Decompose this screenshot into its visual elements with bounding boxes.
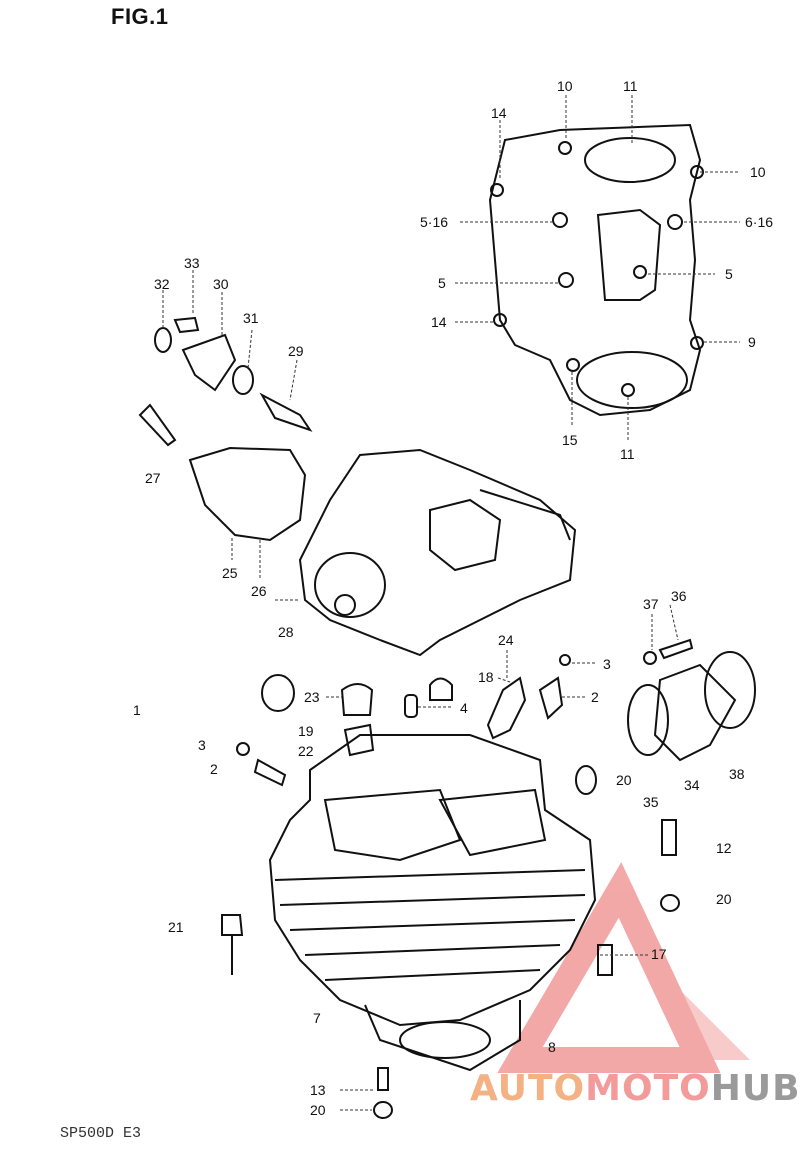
callout-5-left: 5 bbox=[438, 275, 446, 291]
callout-14-top: 14 bbox=[491, 105, 507, 121]
figure-title: FIG.1 bbox=[111, 4, 169, 29]
callout-labels: 10 11 14 10 5·16 6·16 5 5 14 9 15 11 33 … bbox=[133, 78, 773, 1118]
callout-36: 36 bbox=[671, 588, 687, 604]
callout-20-bottom: 20 bbox=[310, 1102, 326, 1118]
callout-22: 22 bbox=[298, 743, 314, 759]
callout-32: 32 bbox=[154, 276, 170, 292]
callout-26: 26 bbox=[251, 583, 267, 599]
callout-28: 28 bbox=[278, 624, 294, 640]
callout-13: 13 bbox=[310, 1082, 326, 1098]
callout-3-left: 3 bbox=[198, 737, 206, 753]
callout-2-left: 2 bbox=[210, 761, 218, 777]
callout-9: 9 bbox=[748, 334, 756, 350]
footer-code: SP500D E3 bbox=[60, 1125, 142, 1142]
small-parts-left-drawing bbox=[138, 316, 313, 447]
callout-19: 19 bbox=[298, 723, 314, 739]
callout-27: 27 bbox=[145, 470, 161, 486]
watermark-hub: HUB bbox=[710, 1068, 800, 1109]
callout-34: 34 bbox=[684, 777, 700, 793]
callout-30: 30 bbox=[213, 276, 229, 292]
callout-12: 12 bbox=[716, 840, 732, 856]
callout-11-bottom: 11 bbox=[620, 446, 635, 462]
callout-35: 35 bbox=[643, 794, 659, 810]
cylinder-block-drawing bbox=[221, 734, 680, 1119]
callout-10-top: 10 bbox=[557, 78, 573, 94]
callout-21: 21 bbox=[168, 919, 184, 935]
callout-10-right: 10 bbox=[750, 164, 766, 180]
callout-11-top: 11 bbox=[623, 78, 638, 94]
watermark-auto: AUTO bbox=[470, 1068, 586, 1109]
callout-4: 4 bbox=[460, 700, 468, 716]
callout-31: 31 bbox=[243, 310, 259, 326]
watermark-text: AUTOMOTOHUB bbox=[470, 1068, 800, 1109]
callout-5-16: 5·16 bbox=[420, 214, 448, 230]
callout-15: 15 bbox=[562, 432, 578, 448]
callout-20-upper: 20 bbox=[616, 772, 632, 788]
callout-25: 25 bbox=[222, 565, 238, 581]
callout-37: 37 bbox=[643, 596, 659, 612]
callout-24: 24 bbox=[498, 632, 514, 648]
plugs-and-caps-drawing bbox=[236, 654, 571, 787]
callout-38: 38 bbox=[729, 766, 745, 782]
callout-23: 23 bbox=[304, 689, 320, 705]
head-cover-drawing bbox=[488, 123, 704, 417]
callout-3-right: 3 bbox=[603, 656, 611, 672]
leader-lines bbox=[162, 95, 740, 1111]
callout-14-left: 14 bbox=[431, 314, 447, 330]
intake-pipe-drawing bbox=[575, 638, 756, 795]
callout-1: 1 bbox=[133, 702, 141, 718]
callout-18: 18 bbox=[478, 669, 494, 685]
callout-6-16: 6·16 bbox=[745, 214, 773, 230]
watermark-moto: MOTO bbox=[585, 1068, 711, 1109]
callout-29: 29 bbox=[288, 343, 304, 359]
callout-20-mid: 20 bbox=[716, 891, 732, 907]
watermark-logo-icon bbox=[497, 862, 750, 1073]
callout-8: 8 bbox=[548, 1039, 556, 1055]
callout-5-right: 5 bbox=[725, 266, 733, 282]
callout-7: 7 bbox=[313, 1010, 321, 1026]
cam-housing-drawing bbox=[188, 446, 577, 657]
callout-2-right: 2 bbox=[591, 689, 599, 705]
callout-17: 17 bbox=[651, 946, 667, 962]
callout-33: 33 bbox=[184, 255, 200, 271]
